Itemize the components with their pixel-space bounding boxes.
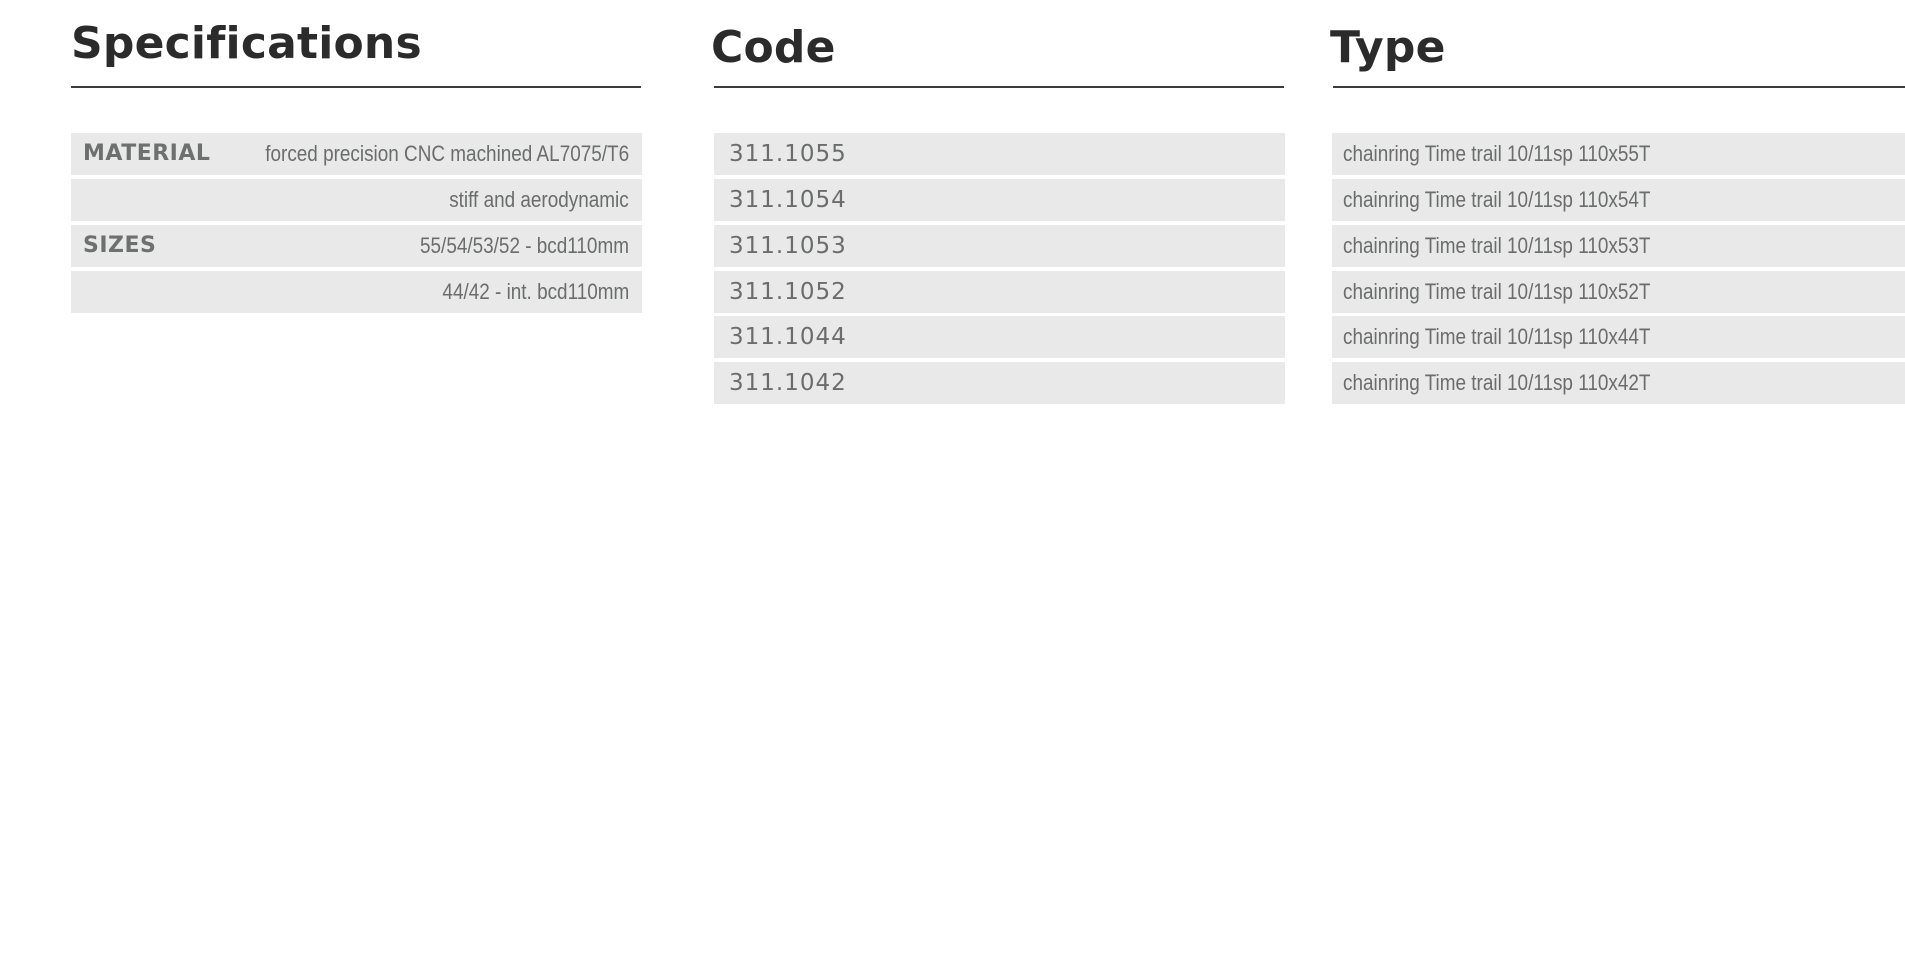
code-row: 311.1054 (714, 179, 1285, 221)
spec-value: 44/42 - int. bcd110mm (442, 279, 629, 304)
type-value: chainring Time trail 10/11sp 110x44T (1343, 324, 1651, 349)
spec-row: MATERIAL forced precision CNC machined A… (71, 133, 642, 175)
code-row: 311.1042 (714, 362, 1285, 404)
code-row: 311.1055 (714, 133, 1285, 175)
spec-value: forced precision CNC machined AL7075/T6 (265, 141, 629, 166)
spec-label: MATERIAL (83, 141, 211, 166)
type-row: chainring Time trail 10/11sp 110x55T (1332, 133, 1905, 175)
specifications-heading: Specifications (71, 18, 422, 69)
code-value: 311.1044 (729, 324, 847, 350)
code-value: 311.1054 (729, 187, 847, 213)
type-value: chainring Time trail 10/11sp 110x55T (1343, 141, 1651, 166)
code-value: 311.1052 (729, 279, 847, 305)
type-row: chainring Time trail 10/11sp 110x44T (1332, 316, 1905, 358)
type-row: chainring Time trail 10/11sp 110x52T (1332, 271, 1905, 313)
type-value: chainring Time trail 10/11sp 110x54T (1343, 187, 1651, 212)
type-row: chainring Time trail 10/11sp 110x54T (1332, 179, 1905, 221)
spec-label: SIZES (83, 233, 157, 258)
type-value: chainring Time trail 10/11sp 110x53T (1343, 233, 1651, 258)
code-divider (714, 86, 1284, 88)
spec-row: stiff and aerodynamic (71, 179, 642, 221)
code-row: 311.1052 (714, 271, 1285, 313)
code-heading: Code (711, 22, 836, 73)
type-divider (1333, 86, 1905, 88)
spec-row: SIZES 55/54/53/52 - bcd110mm (71, 225, 642, 267)
type-row: chainring Time trail 10/11sp 110x42T (1332, 362, 1905, 404)
specifications-divider (71, 86, 641, 88)
code-value: 311.1055 (729, 141, 847, 167)
code-row: 311.1044 (714, 316, 1285, 358)
spec-value: 55/54/53/52 - bcd110mm (420, 233, 629, 258)
code-value: 311.1042 (729, 370, 847, 396)
type-heading: Type (1330, 22, 1446, 73)
spec-value: stiff and aerodynamic (449, 187, 629, 212)
code-value: 311.1053 (729, 233, 847, 259)
spec-row: 44/42 - int. bcd110mm (71, 271, 642, 313)
type-value: chainring Time trail 10/11sp 110x42T (1343, 370, 1651, 395)
type-row: chainring Time trail 10/11sp 110x53T (1332, 225, 1905, 267)
type-value: chainring Time trail 10/11sp 110x52T (1343, 279, 1651, 304)
code-row: 311.1053 (714, 225, 1285, 267)
